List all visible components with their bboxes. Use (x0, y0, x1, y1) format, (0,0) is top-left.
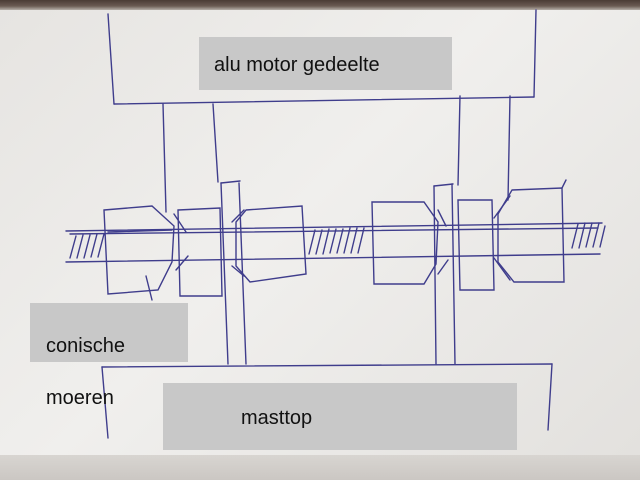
plate-right-outer (507, 95, 511, 201)
label-mast-top: masttop (163, 383, 517, 450)
nut-4-leg (561, 179, 567, 189)
rod-bottom-line (65, 253, 601, 263)
nut-1-cone (173, 213, 189, 271)
washer-left (177, 207, 223, 297)
rod-top-line (65, 222, 603, 232)
nut-3 (371, 201, 439, 285)
plate-left-outer (162, 103, 167, 213)
mast-left-edge (101, 366, 109, 439)
nut-2 (235, 205, 307, 283)
upright-right-cap (433, 183, 454, 187)
label-nuts-line-2: moeren (46, 387, 114, 409)
mast-top-edge (101, 363, 553, 368)
rod-center-line (69, 227, 599, 235)
upright-left-cap (220, 180, 241, 184)
thread-hatch-middle (308, 227, 365, 255)
upright-right-b (451, 183, 456, 365)
thread-hatch-left (69, 233, 105, 259)
upright-right-a (433, 185, 437, 365)
paper-shadow (0, 455, 640, 480)
housing-bottom-edge (113, 96, 535, 105)
plate-right-inner (457, 95, 461, 186)
housing-right-edge (533, 9, 537, 98)
washer-right (457, 199, 495, 291)
nut-4 (497, 187, 565, 283)
nut-2-cone (231, 209, 245, 277)
plate-left-inner (212, 103, 219, 183)
label-conical-nuts: conische moeren (30, 303, 188, 409)
nut-3-cone (437, 209, 449, 275)
housing-left-edge (107, 13, 115, 105)
upright-left-a (220, 182, 229, 365)
nut-4-cone (493, 195, 511, 281)
label-motor-text: alu motor gedeelte (214, 54, 380, 76)
nut-1-leg (145, 275, 153, 301)
thread-hatch-right (571, 222, 606, 249)
mast-right-edge (547, 363, 553, 431)
label-mast-text: masttop (241, 407, 313, 429)
label-motor-part: alu motor gedeelte (199, 37, 452, 90)
label-nuts-line-1: conische (46, 335, 125, 357)
nut-1 (103, 205, 175, 295)
